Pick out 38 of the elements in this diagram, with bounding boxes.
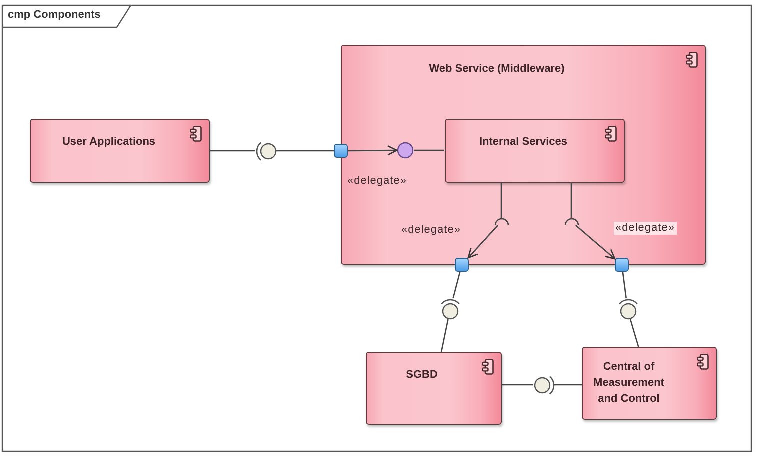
connector-line <box>440 319 449 352</box>
connector-line <box>414 150 444 152</box>
arrow <box>575 225 616 260</box>
port-square <box>455 258 469 272</box>
ball-and-socket <box>440 298 460 320</box>
connector-line <box>452 272 461 299</box>
arrow <box>348 146 398 156</box>
socket-arc <box>494 218 510 226</box>
ball-and-socket <box>256 142 276 160</box>
connector-line <box>570 182 572 218</box>
component-box <box>366 352 502 425</box>
connector-line <box>276 150 334 152</box>
component-name: SGBD <box>406 368 438 383</box>
component-box <box>30 119 210 183</box>
arrow <box>468 225 499 259</box>
connector-line <box>622 272 628 299</box>
ball-and-socket <box>534 376 554 394</box>
edge-label: «delegate» <box>400 224 462 236</box>
connector-line <box>500 182 502 218</box>
port-square <box>334 144 348 158</box>
ball-and-socket <box>618 298 638 320</box>
connector-line <box>554 384 582 386</box>
component-name: Web Service (Middleware) <box>429 62 565 77</box>
frame-title: cmp Components <box>8 9 101 22</box>
component-box <box>341 45 706 265</box>
component-name: User Applications <box>62 135 156 150</box>
connector-line <box>502 384 534 386</box>
edge-label: «delegate» <box>614 222 677 234</box>
port-square <box>615 258 629 272</box>
component-name: Internal Services <box>479 134 568 150</box>
connector-line <box>630 319 640 348</box>
component-box <box>582 347 717 420</box>
edge-label: «delegate» <box>346 174 408 188</box>
component-box <box>444 118 624 182</box>
connector-line <box>210 150 256 152</box>
socket-arc <box>564 218 580 226</box>
component-name: Central of Measurement and Control <box>592 360 666 407</box>
interface-circle <box>397 142 414 159</box>
